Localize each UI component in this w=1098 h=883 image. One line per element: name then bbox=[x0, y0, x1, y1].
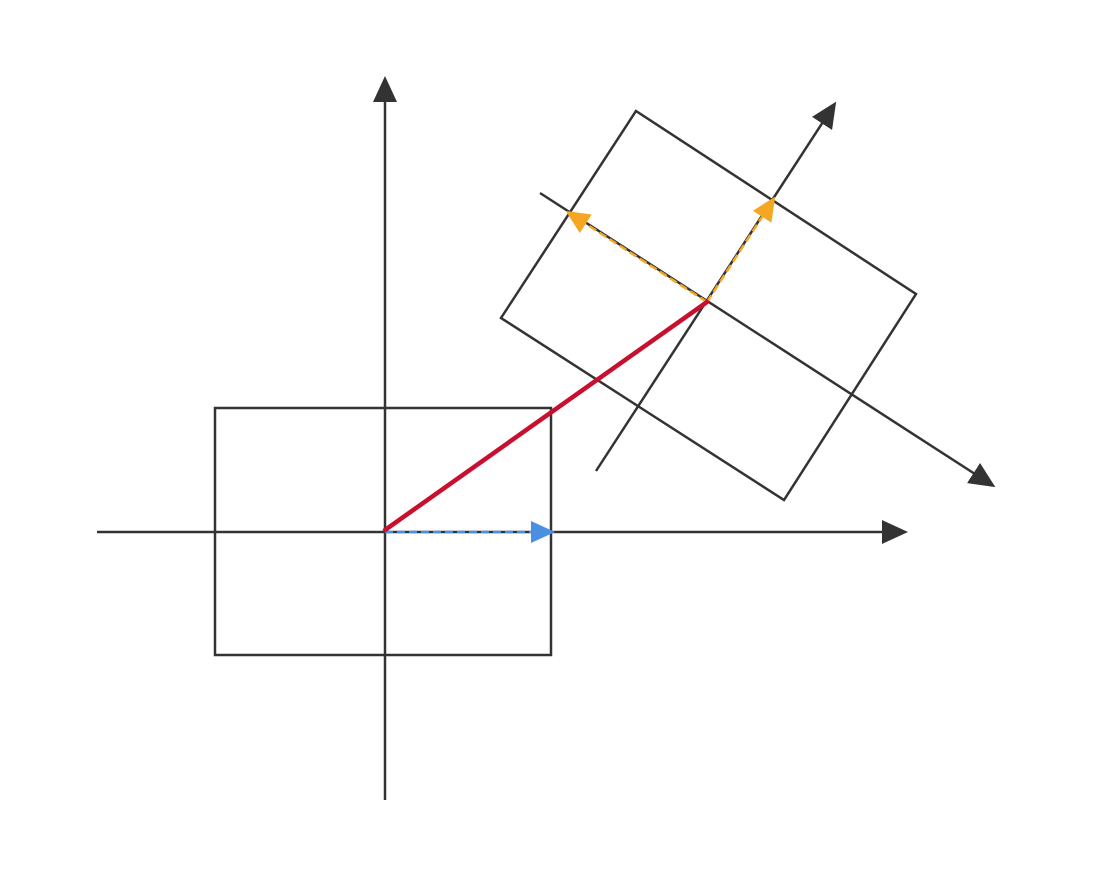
local-frame bbox=[499, 101, 996, 502]
local-x-axis bbox=[539, 191, 996, 488]
local-basis-vector-x bbox=[565, 210, 708, 304]
world-frame bbox=[97, 76, 908, 800]
translation-vector bbox=[382, 299, 710, 533]
local-frame-rectangle bbox=[499, 109, 918, 502]
local-basis-vector-y bbox=[705, 196, 776, 303]
